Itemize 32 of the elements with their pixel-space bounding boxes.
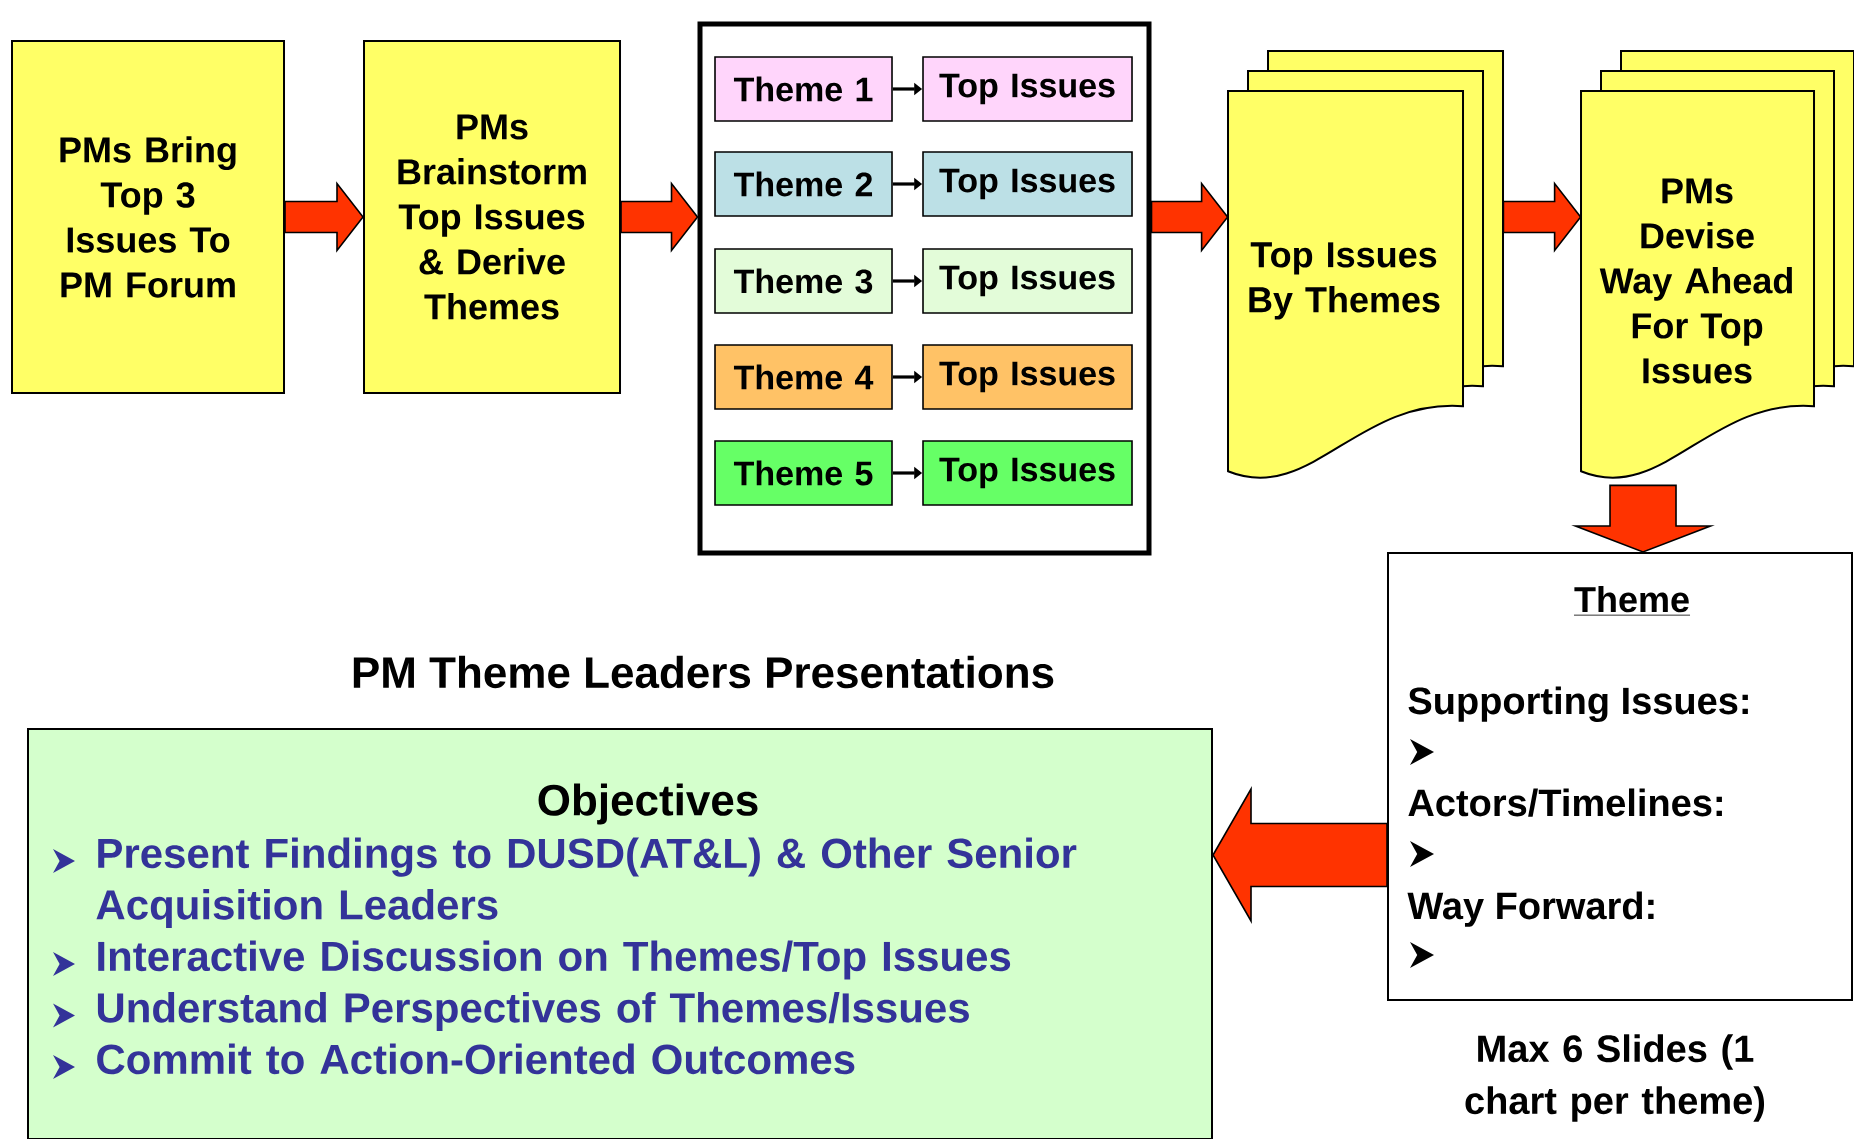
theme-box: Theme 2 [714, 151, 893, 217]
theme-box: Theme 5 [714, 440, 893, 506]
top-issues-box: Top Issues [922, 248, 1133, 314]
heading: Objectives [538, 783, 758, 825]
objective-item: Understand Perspectives of Themes/Issues [97, 991, 969, 1032]
block-arrow [1212, 786, 1388, 924]
top-issues-box: Top Issues [922, 56, 1133, 122]
block-arrow [1150, 181, 1229, 253]
top-issues-box: Top Issues [922, 344, 1133, 410]
block-arrow [284, 181, 365, 253]
top-issues-box: Top Issues [922, 151, 1133, 217]
theme-group-frame [697, 21, 1152, 556]
heading: Theme [1573, 585, 1691, 616]
top-issues-box: Top Issues [922, 440, 1133, 506]
theme-box: Theme 1 [714, 56, 893, 122]
document-stack: PMs Devise Way Ahead For Top Issues [1580, 50, 1854, 479]
field-label: Supporting Issues: [1408, 686, 1748, 723]
theme-box: Theme 4 [714, 344, 893, 410]
field-label: Way Forward: [1407, 891, 1654, 927]
block-arrow [1502, 181, 1582, 253]
note-text: Max 6 Slides (1 chart per theme) [1465, 1034, 1765, 1122]
theme-box: Theme 3 [714, 248, 893, 314]
objective-item: Commit to Action-Oriented Outcomes [97, 1043, 855, 1075]
objective-item: Interactive Discussion on Themes/Top Issues [98, 940, 1011, 980]
field-label: Actors/Timelines: [1408, 788, 1722, 817]
block-arrow [620, 181, 699, 253]
process-box: PMs Bring Top 3 Issues To PM Forum [11, 40, 285, 394]
section-heading: PM Theme Leaders Presentations [353, 655, 1054, 689]
block-arrow [1571, 484, 1715, 553]
objective-item: Present Findings to DUSD(AT&L) & Other Senior Acquisition Leaders [96, 837, 1077, 929]
process-box: PMs Brainstorm Top Issues & Derive Themes [363, 40, 621, 394]
document-stack: Top Issues By Themes [1227, 50, 1504, 479]
